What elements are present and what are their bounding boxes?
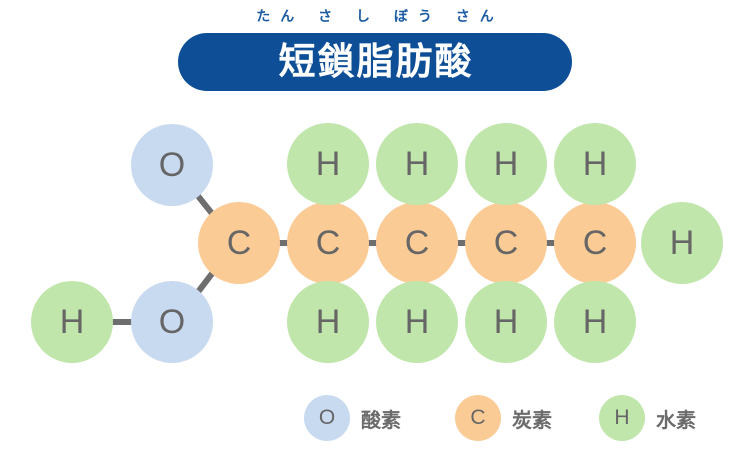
legend-label-oxygen: 酸素 [361, 409, 401, 432]
atom-hydrogen-h1: H [287, 123, 369, 205]
legend-swatch-oxygen: O [304, 395, 350, 441]
atom-hydrogen-h0: H [31, 281, 113, 363]
atom-carbon-c5: C [554, 202, 636, 284]
legend-label-hydrogen: 水素 [656, 409, 696, 432]
title-furigana: たん さ し ぼう さん [256, 8, 504, 24]
legend-item-carbon: C 炭素 [455, 394, 552, 442]
page-title: 短鎖脂肪酸 [278, 41, 474, 82]
atom-carbon-c3: C [376, 202, 458, 284]
atom-carbon-c2: C [287, 202, 369, 284]
title-block: たん さ し ぼう さん 短鎖脂肪酸 [0, 0, 750, 100]
bond-o2-c1 [195, 269, 217, 294]
legend-swatch-carbon: C [455, 395, 501, 441]
atom-hydrogen-h5: H [287, 281, 369, 363]
atom-hydrogen-h6: H [376, 281, 458, 363]
legend-label-carbon: 炭素 [512, 409, 552, 432]
atom-hydrogen-h2: H [376, 123, 458, 205]
legend: O 酸素 C 炭素 H 水素 [0, 394, 750, 444]
atom-hydrogen-h3: H [465, 123, 547, 205]
legend-item-hydrogen: H 水素 [599, 394, 696, 442]
atom-hydrogen-h8: H [554, 281, 636, 363]
atom-carbon-c4: C [465, 202, 547, 284]
atom-hydrogen-h4: H [554, 123, 636, 205]
atom-hydrogen-h7: H [465, 281, 547, 363]
atom-hydrogen-h9: H [641, 202, 723, 284]
atom-oxygen-o1: O [131, 124, 213, 206]
atom-oxygen-o2: O [131, 281, 213, 363]
title-pill: 短鎖脂肪酸 [178, 33, 572, 91]
atom-carbon-c1: C [198, 202, 280, 284]
legend-swatch-hydrogen: H [599, 395, 645, 441]
legend-item-oxygen: O 酸素 [304, 394, 401, 442]
